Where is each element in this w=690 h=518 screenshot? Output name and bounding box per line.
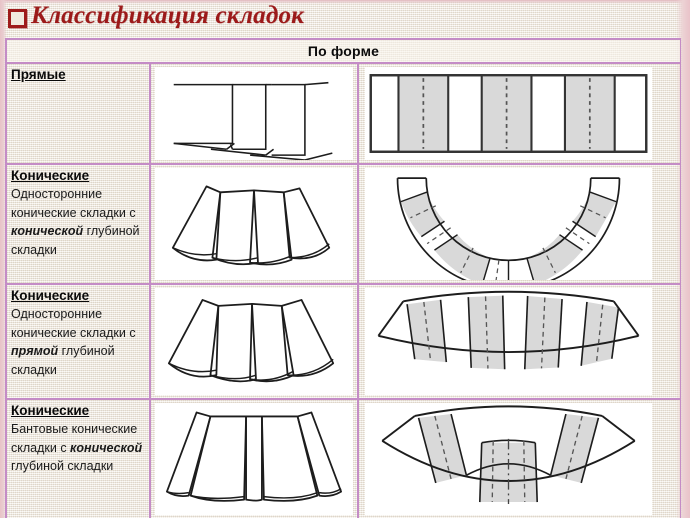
figure-cell-right — [359, 285, 680, 398]
row-description-part: глубиной складки — [11, 344, 115, 377]
row-description-part: глубиной складки — [11, 459, 114, 473]
row-heading: Конические — [11, 168, 90, 183]
figure-cell-left — [151, 400, 359, 518]
row-label-cell: Конические Односторонние конические скла… — [7, 285, 151, 398]
box-pleats-fan-diagram — [155, 403, 353, 515]
page-edge-right-accent — [676, 0, 690, 518]
table-row: Конические Односторонние конические скла… — [7, 165, 680, 285]
figure-cell-left — [151, 64, 359, 163]
box-pleats-arc-pattern-diagram — [365, 403, 652, 515]
row-label-cell: Конические Односторонние конические скла… — [7, 165, 151, 283]
conical-pleats-fan-diagram — [155, 168, 353, 280]
pleat-classification-table: По форме Прямые — [5, 38, 681, 518]
table-row: Конические Односторонние конические скла… — [7, 285, 680, 400]
row-description-part: глубиной складки — [11, 224, 140, 257]
figure-cell-left — [151, 165, 359, 283]
row-description-part: Односторонние конические складки с — [11, 307, 136, 340]
figure-cell-right — [359, 165, 680, 283]
conical-pleats-arc-pattern-diagram — [365, 288, 652, 395]
row-description-emphasis: конической — [70, 440, 143, 455]
table-header-row: По форме — [7, 40, 680, 64]
square-bullet-icon — [8, 8, 27, 28]
page-edge-top-accent — [0, 0, 690, 4]
figure-cell-right — [359, 64, 680, 163]
slide-title: Классификация складок — [8, 2, 304, 30]
figure-cell-left — [151, 285, 359, 398]
row-description-part: Односторонние конические складки с — [11, 187, 136, 220]
row-description-emphasis: конической — [11, 224, 84, 238]
straight-pleats-pattern-diagram — [365, 67, 652, 160]
row-heading: Прямые — [11, 67, 66, 82]
row-description: Бантовые конические складки с конической… — [11, 420, 146, 476]
page-title: Классификация складок — [31, 2, 305, 29]
row-label-cell: Прямые — [7, 64, 151, 163]
conical-pleats-fan-wide-diagram — [155, 288, 353, 395]
row-label-cell: Конические Бантовые конические складки с… — [7, 400, 151, 518]
row-description: Односторонние конические складки с конич… — [11, 185, 146, 259]
row-heading: Конические — [11, 403, 90, 418]
page-edge-left-accent — [0, 0, 7, 518]
row-description: Односторонние конические складки с прямо… — [11, 305, 146, 379]
row-description-part: Бантовые конические складки с — [11, 422, 138, 455]
table-header-label: По форме — [307, 43, 380, 59]
conical-pleats-horseshoe-pattern-diagram — [365, 168, 652, 280]
table-row: Конические Бантовые конические складки с… — [7, 400, 680, 518]
figure-cell-right — [359, 400, 680, 518]
row-description-emphasis: прямой — [11, 344, 59, 358]
straight-pleats-perspective-diagram — [155, 67, 353, 160]
row-heading: Конические — [11, 288, 90, 303]
table-row: Прямые — [7, 64, 680, 165]
